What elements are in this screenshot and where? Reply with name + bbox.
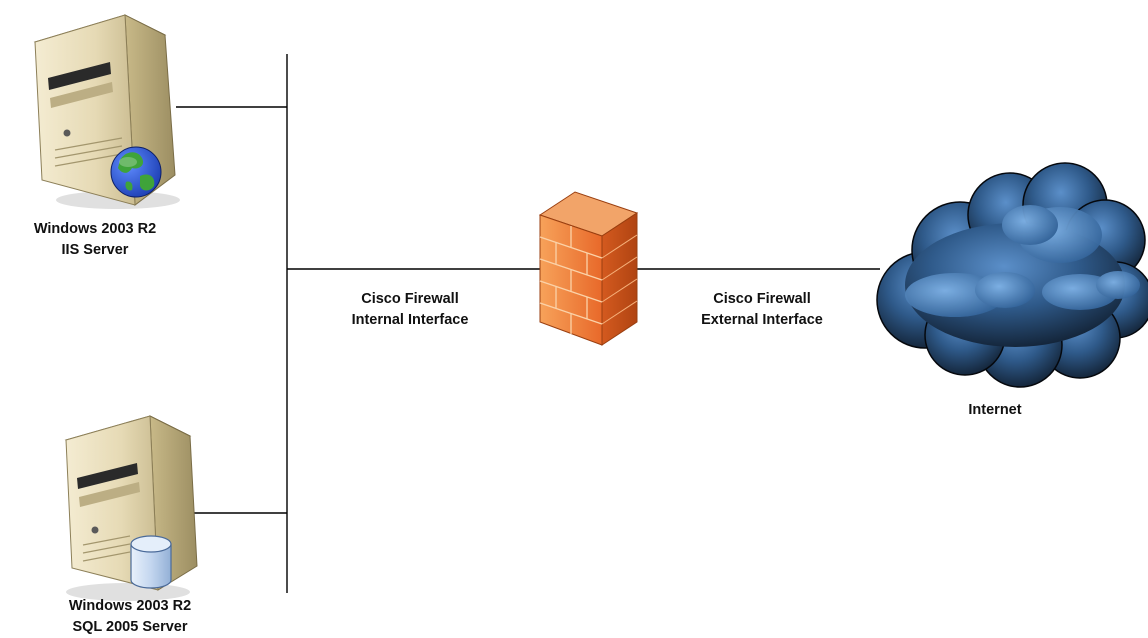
sql-server-label: Windows 2003 R2 SQL 2005 Server: [30, 596, 230, 638]
database-server-icon: [64, 415, 198, 601]
external-interface-label-line2: External Interface: [701, 312, 823, 328]
iis-server-label-line2: IIS Server: [61, 242, 129, 258]
iis-server-label-line1: Windows 2003 R2: [33, 221, 157, 237]
sql-server-label-line1: Windows 2003 R2: [68, 598, 192, 614]
external-interface-label-line1: Cisco Firewall: [713, 291, 811, 307]
web-server-icon: [33, 14, 180, 209]
sql-server-label-line2: SQL 2005 Server: [72, 619, 188, 635]
internal-interface-label: Cisco Firewall Internal Interface: [320, 289, 500, 331]
external-interface-label: Cisco Firewall External Interface: [672, 289, 852, 331]
database-icon: [130, 535, 172, 589]
globe-icon: [110, 146, 162, 198]
internet-label-text: Internet: [968, 402, 1022, 418]
internal-interface-label-line1: Cisco Firewall: [361, 291, 459, 307]
iis-server-label: Windows 2003 R2 IIS Server: [0, 219, 190, 261]
internet-label: Internet: [940, 400, 1050, 421]
firewall-icon: [538, 191, 639, 346]
cloud-icon: [876, 162, 1148, 388]
internal-interface-label-line2: Internal Interface: [351, 312, 469, 328]
